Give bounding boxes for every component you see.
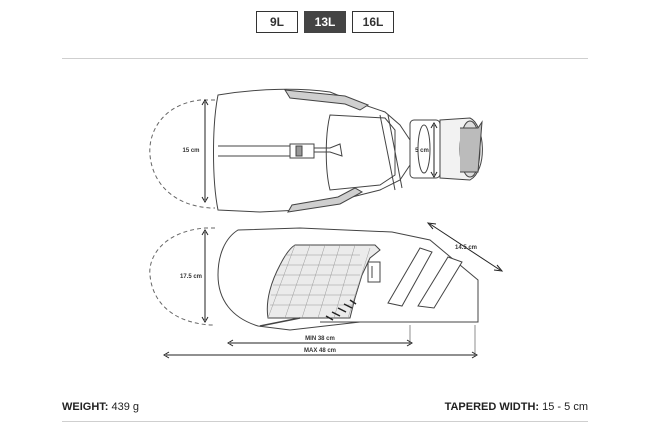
- weight-value: 439 g: [111, 401, 140, 413]
- top-height-label: 15 cm: [182, 148, 199, 154]
- size-selector: 9L 13L 16L: [0, 11, 650, 33]
- size-tab-9l[interactable]: 9L: [256, 11, 298, 33]
- side-view-bag: [149, 227, 479, 331]
- max-length-label: MAX 48 cm: [304, 348, 336, 354]
- weight-label: WEIGHT:: [62, 401, 109, 413]
- tail-length-label: 14.5 cm: [455, 245, 477, 251]
- top-divider: [62, 58, 588, 59]
- tapered-width-label: TAPERED WIDTH:: [444, 401, 540, 413]
- top-view-bag: [149, 88, 483, 213]
- size-tab-13l[interactable]: 13L: [304, 11, 346, 33]
- min-length-label: MIN 38 cm: [305, 336, 335, 342]
- weight-spec: WEIGHT: 439 g: [62, 401, 139, 413]
- tapered-width-value: 15 - 5 cm: [542, 401, 588, 413]
- side-height-label: 17.5 cm: [180, 274, 202, 280]
- top-view-dimensions: [201, 99, 438, 203]
- tapered-width-spec: TAPERED WIDTH: 15 - 5 cm: [445, 401, 588, 413]
- side-view-dimensions: [163, 222, 504, 359]
- end-height-label: 5 cm: [415, 148, 429, 154]
- size-tab-16l[interactable]: 16L: [352, 11, 394, 33]
- bottom-divider: [62, 421, 588, 422]
